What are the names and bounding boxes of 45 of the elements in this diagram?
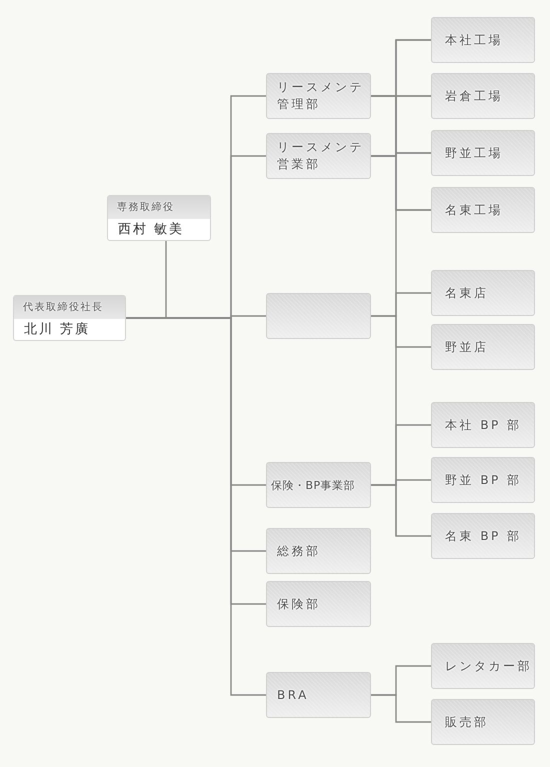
connector-line bbox=[371, 484, 431, 537]
section-box bbox=[431, 513, 535, 559]
unit-name: 販売部 bbox=[445, 714, 488, 730]
unit-name: 名東工場 bbox=[445, 202, 503, 218]
unit-name: 総務部 bbox=[277, 542, 320, 560]
unit-name: 保険部 bbox=[277, 596, 320, 612]
section-box bbox=[431, 402, 535, 448]
job-title: 専務取締役 bbox=[117, 202, 174, 214]
job-title: 代表取締役社長 bbox=[23, 302, 104, 314]
unit-name: 名東店 bbox=[445, 284, 488, 302]
connector-line bbox=[371, 155, 431, 211]
unit-name: BRA bbox=[277, 686, 309, 704]
unit-name: レンタカー部 bbox=[445, 658, 532, 674]
unit-name: リースメンテ営業部 bbox=[277, 139, 365, 173]
person-name: 西村 敏美 bbox=[118, 222, 184, 238]
section-box bbox=[431, 457, 535, 503]
unit-name: 野並店 bbox=[445, 338, 488, 356]
department-box bbox=[266, 133, 371, 179]
executive-card bbox=[107, 195, 211, 241]
section-box bbox=[431, 324, 535, 370]
connector-line bbox=[371, 315, 431, 348]
unit-name: リースメンテ管理部 bbox=[277, 79, 365, 113]
department-box bbox=[266, 672, 371, 718]
unit-name: 名東 BP 部 bbox=[445, 528, 522, 544]
executive-card bbox=[13, 295, 126, 341]
unit-name: 本社工場 bbox=[445, 32, 503, 48]
section-box bbox=[431, 643, 535, 689]
unit-name: 本社 BP 部 bbox=[445, 416, 522, 434]
section-box bbox=[431, 187, 535, 233]
unit-name: 野並工場 bbox=[445, 144, 503, 162]
unit-name: 岩倉工場 bbox=[445, 88, 503, 104]
section-box bbox=[431, 699, 535, 745]
department-box bbox=[266, 462, 371, 508]
section-box bbox=[431, 73, 535, 119]
person-name: 北川 芳廣 bbox=[24, 322, 90, 338]
department-box bbox=[266, 73, 371, 119]
department-box bbox=[266, 581, 371, 627]
department-box bbox=[266, 528, 371, 574]
unit-name: 野並 BP 部 bbox=[445, 472, 522, 488]
section-box bbox=[431, 17, 535, 63]
department-box bbox=[266, 293, 371, 339]
unit-name: 保険・BP事業部 bbox=[271, 478, 356, 494]
section-box bbox=[431, 130, 535, 176]
section-box bbox=[431, 270, 535, 316]
connector-line bbox=[371, 694, 431, 723]
